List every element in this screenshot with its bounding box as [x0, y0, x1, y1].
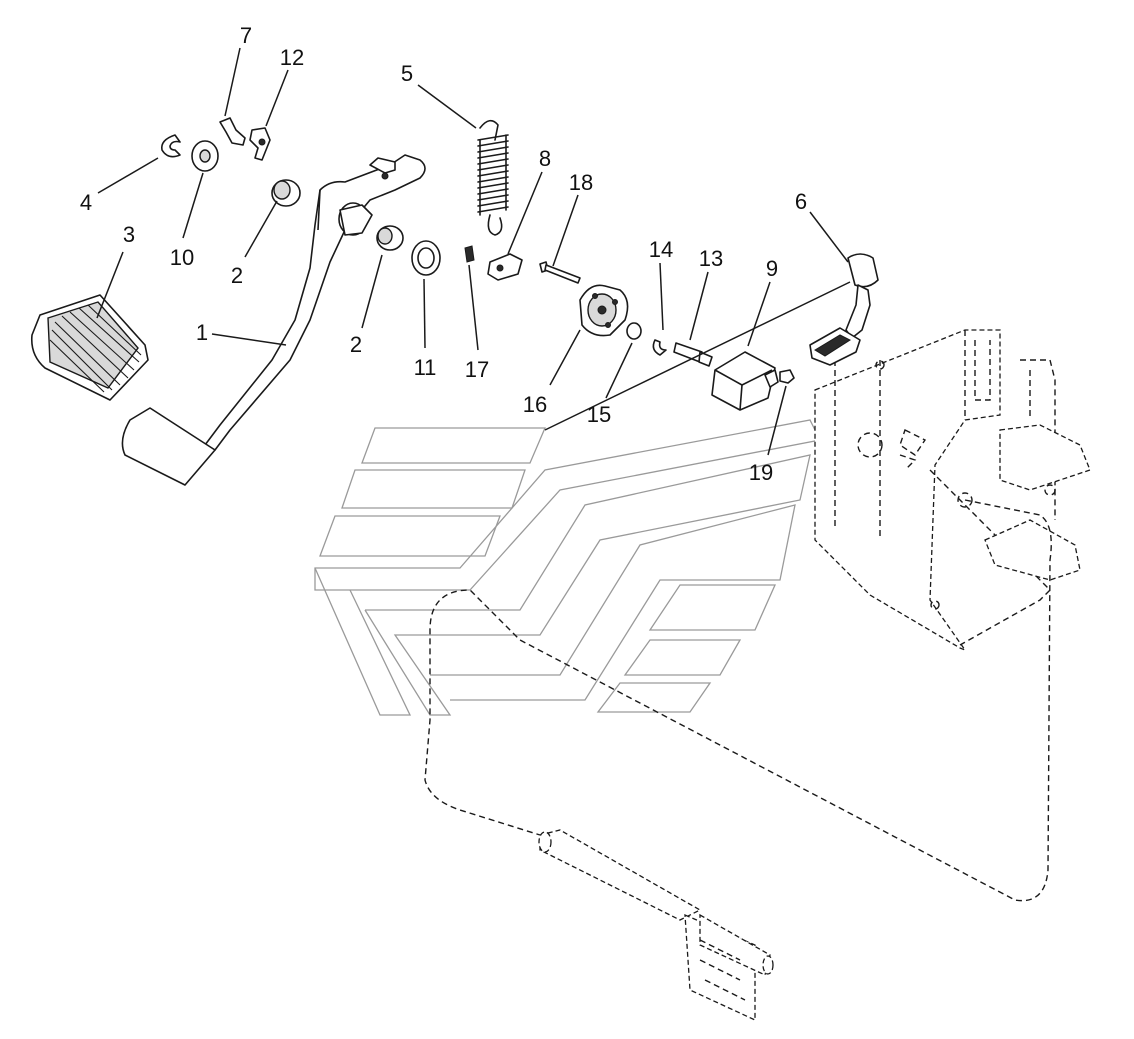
callout-18: 18 [569, 170, 593, 195]
switch-plate [487, 253, 523, 281]
callout-2-upper: 2 [231, 263, 243, 288]
washer-15 [626, 322, 642, 340]
callout-13: 13 [699, 246, 723, 271]
callout-1: 1 [196, 320, 208, 345]
bolt [539, 261, 581, 284]
callout-3: 3 [123, 222, 135, 247]
callout-7: 7 [240, 23, 252, 48]
pedal-switch [711, 351, 779, 411]
retaining-ring [652, 339, 667, 356]
switch-actuator [579, 284, 629, 337]
hex-nut [779, 369, 795, 384]
callout-4: 4 [80, 190, 92, 215]
callout-5: 5 [401, 61, 413, 86]
callout-2-lower: 2 [350, 332, 362, 357]
leader-lines [96, 47, 851, 456]
return-spring [477, 119, 509, 236]
callout-12: 12 [280, 45, 304, 70]
spring-clip [249, 127, 271, 161]
harness-connector [809, 253, 879, 366]
bushing-lower [376, 225, 404, 251]
callout-11: 11 [414, 355, 437, 380]
plunger-pin [673, 342, 713, 367]
callout-19: 19 [749, 460, 773, 485]
callout-16: 16 [523, 392, 547, 417]
callout-9: 9 [766, 256, 778, 281]
callout-17: 17 [465, 357, 489, 382]
callout-8: 8 [539, 146, 551, 171]
washer-10 [191, 140, 219, 172]
cable-routing-path [424, 499, 1052, 902]
pedal-pad [30, 294, 149, 401]
callout-15: 15 [587, 402, 611, 427]
callout-14: 14 [649, 237, 673, 262]
washer-11 [411, 240, 441, 276]
master-cylinder [538, 829, 774, 1022]
pedal-arm [121, 154, 426, 486]
callout-labels: 1 2 2 3 4 5 6 7 8 9 10 11 12 13 14 15 16… [80, 23, 807, 485]
small-clip-17 [464, 245, 475, 263]
callout-6: 6 [795, 189, 807, 214]
bushing-upper [271, 179, 301, 207]
pedal-mount-bracket [814, 329, 1091, 652]
ghost-frame-outline [314, 419, 821, 716]
retaining-clip [160, 134, 181, 158]
clevis-pin [219, 117, 246, 146]
callout-10: 10 [170, 245, 194, 270]
